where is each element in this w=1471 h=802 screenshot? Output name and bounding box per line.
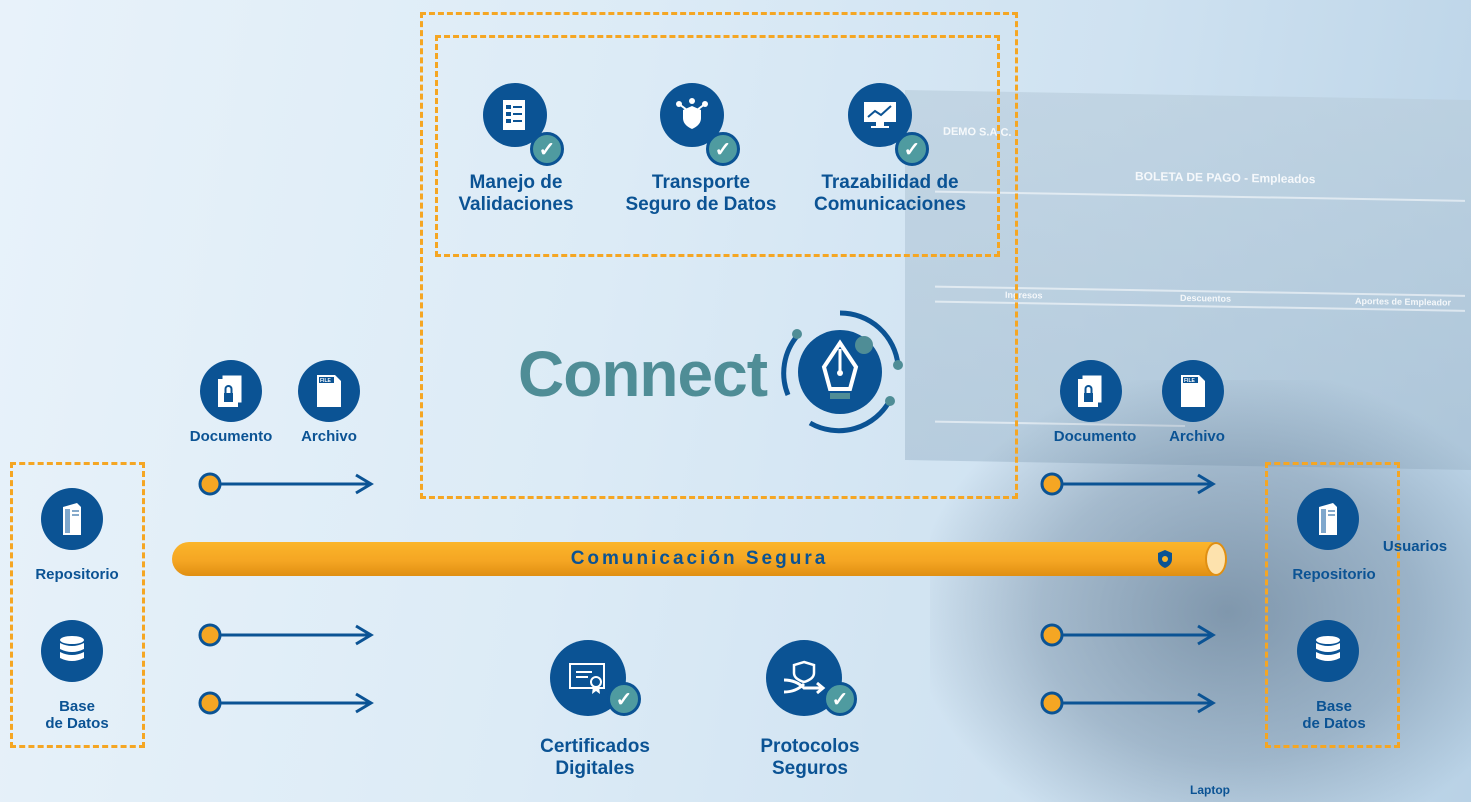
payslip-title: BOLETA DE PAGO - Empleados [1135,169,1316,187]
left-documento-label: Documento [189,428,273,445]
right-base-label-2: de Datos [1302,715,1366,733]
shield-icon [1158,550,1172,568]
flow-arrow [1040,623,1216,647]
document-lock-icon [200,360,262,422]
server-icon [41,488,103,550]
left-base-label-2: de Datos [45,715,109,733]
check-badge-icon: ✓ [895,132,929,166]
right-archivo-label: Archivo [1169,428,1225,445]
database-icon [41,620,103,682]
secure-communication-pipe: Comunicación Segura [172,542,1227,576]
feature-label-2b: Seguro de Datos [625,193,777,215]
pipe-end [1205,542,1227,576]
flow-arrow [198,691,374,715]
file-tag: FILE [320,378,331,384]
flow-arrow [198,472,374,496]
left-repositorio-label: Repositorio [35,566,119,583]
right-repositorio-label: Repositorio [1292,566,1376,583]
connect-brand: Connect [518,338,768,410]
check-badge-icon: ✓ [706,132,740,166]
right-base-label-1: Base [1316,698,1352,715]
left-archivo-label: Archivo [301,428,357,445]
flow-arrow [1040,472,1216,496]
payslip-col3: Aportes de Empleador [1355,295,1452,308]
server-icon [1297,488,1359,550]
flow-arrow [198,623,374,647]
check-badge-icon: ✓ [607,682,641,716]
connect-outer-box [420,12,1018,499]
database-icon [1297,620,1359,682]
payslip-col2: Descuentos [1180,292,1232,304]
feature-label-3b: Comunicaciones [813,193,967,215]
monitor-chart-icon [848,83,912,147]
file-tag: FILE [1184,378,1195,384]
right-storage-box [1265,462,1400,748]
bottom-label-2b: Seguros [771,757,849,779]
pipe-label: Comunicación Segura [570,548,829,569]
file-icon: FILE [298,360,360,422]
right-documento-label: Documento [1053,428,1137,445]
file-icon: FILE [1162,360,1224,422]
feature-label-1a: Manejo de [469,172,563,193]
laptop-caption: Laptop [1190,783,1230,797]
bottom-label-2a: Protocolos [760,736,860,757]
left-base-label-1: Base [59,698,95,715]
bottom-label-1a: Certificados [540,736,650,757]
background-hand [930,380,1471,802]
document-lock-icon [1060,360,1122,422]
feature-label-2a: Transporte [651,172,751,193]
features-inner-box [435,35,1000,257]
pen-nib-logo-icon [781,310,903,434]
bottom-label-1b: Digitales [555,757,635,779]
feature-label-1b: Validaciones [458,193,574,215]
left-storage-box [10,462,145,748]
feature-label-3a: Trazabilidad de [821,172,959,193]
check-badge-icon: ✓ [530,132,564,166]
check-badge-icon: ✓ [823,682,857,716]
right-usuarios-label: Usuarios [1382,538,1448,555]
flow-arrow [1040,691,1216,715]
